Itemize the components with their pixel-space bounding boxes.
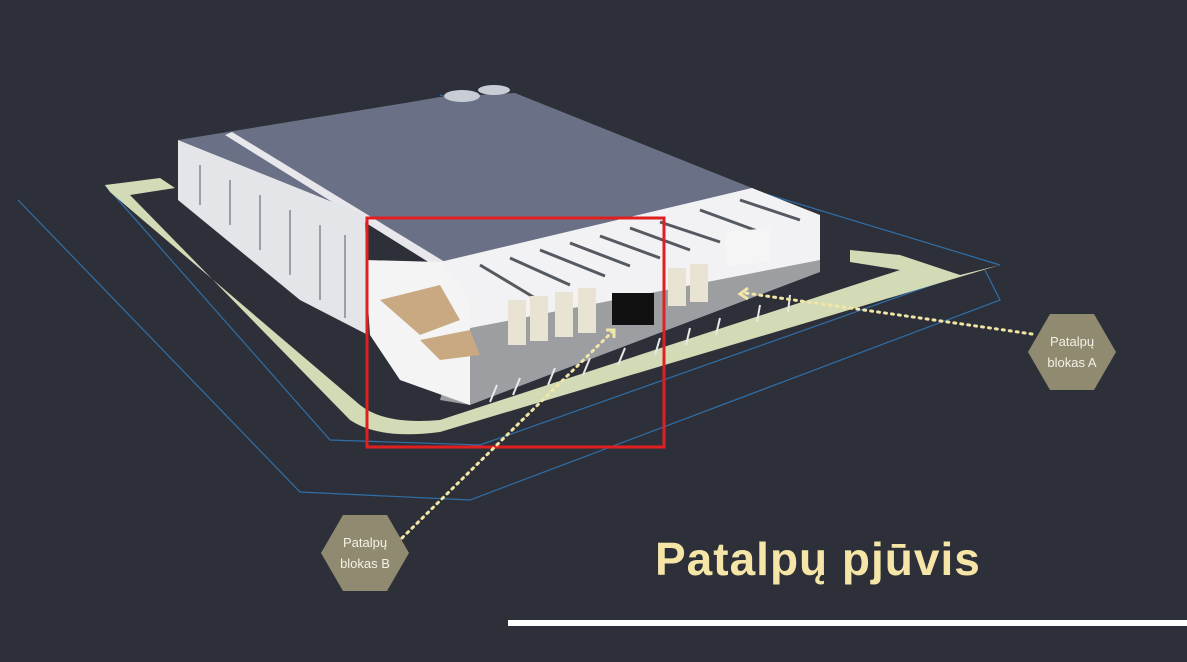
- arrow-head-icon: [737, 286, 749, 301]
- roof-trusses: [479, 198, 801, 300]
- label-block-a-line2: blokas A: [1047, 355, 1097, 370]
- label-block-b: Patalpų blokas B: [321, 515, 409, 591]
- interior-wall: [440, 188, 820, 330]
- office-floor: [420, 330, 480, 360]
- slide-title: Patalpų pjūvis: [655, 533, 981, 585]
- label-block-b-line1: Patalpų: [342, 535, 388, 550]
- green-curb: [105, 178, 1000, 435]
- facade-windows: [199, 165, 346, 318]
- label-block-a-line1: Patalpų: [1049, 334, 1095, 349]
- label-block-b-line2: blokas B: [340, 556, 390, 571]
- roof: [178, 93, 752, 262]
- warehouse-floor: [440, 260, 820, 405]
- roof-tank: [478, 85, 510, 95]
- parking-lines: [489, 294, 791, 403]
- title-underline: [508, 620, 1187, 626]
- server-racks: [612, 293, 654, 325]
- highlight-box: [365, 216, 666, 449]
- office-floor: [380, 285, 460, 335]
- arrow-head-icon: [606, 328, 616, 338]
- pointer-lines: [400, 291, 1034, 540]
- shelving: [508, 264, 708, 345]
- roof-ridge: [225, 132, 445, 268]
- back-office: [725, 228, 770, 266]
- roof-tank: [444, 90, 480, 102]
